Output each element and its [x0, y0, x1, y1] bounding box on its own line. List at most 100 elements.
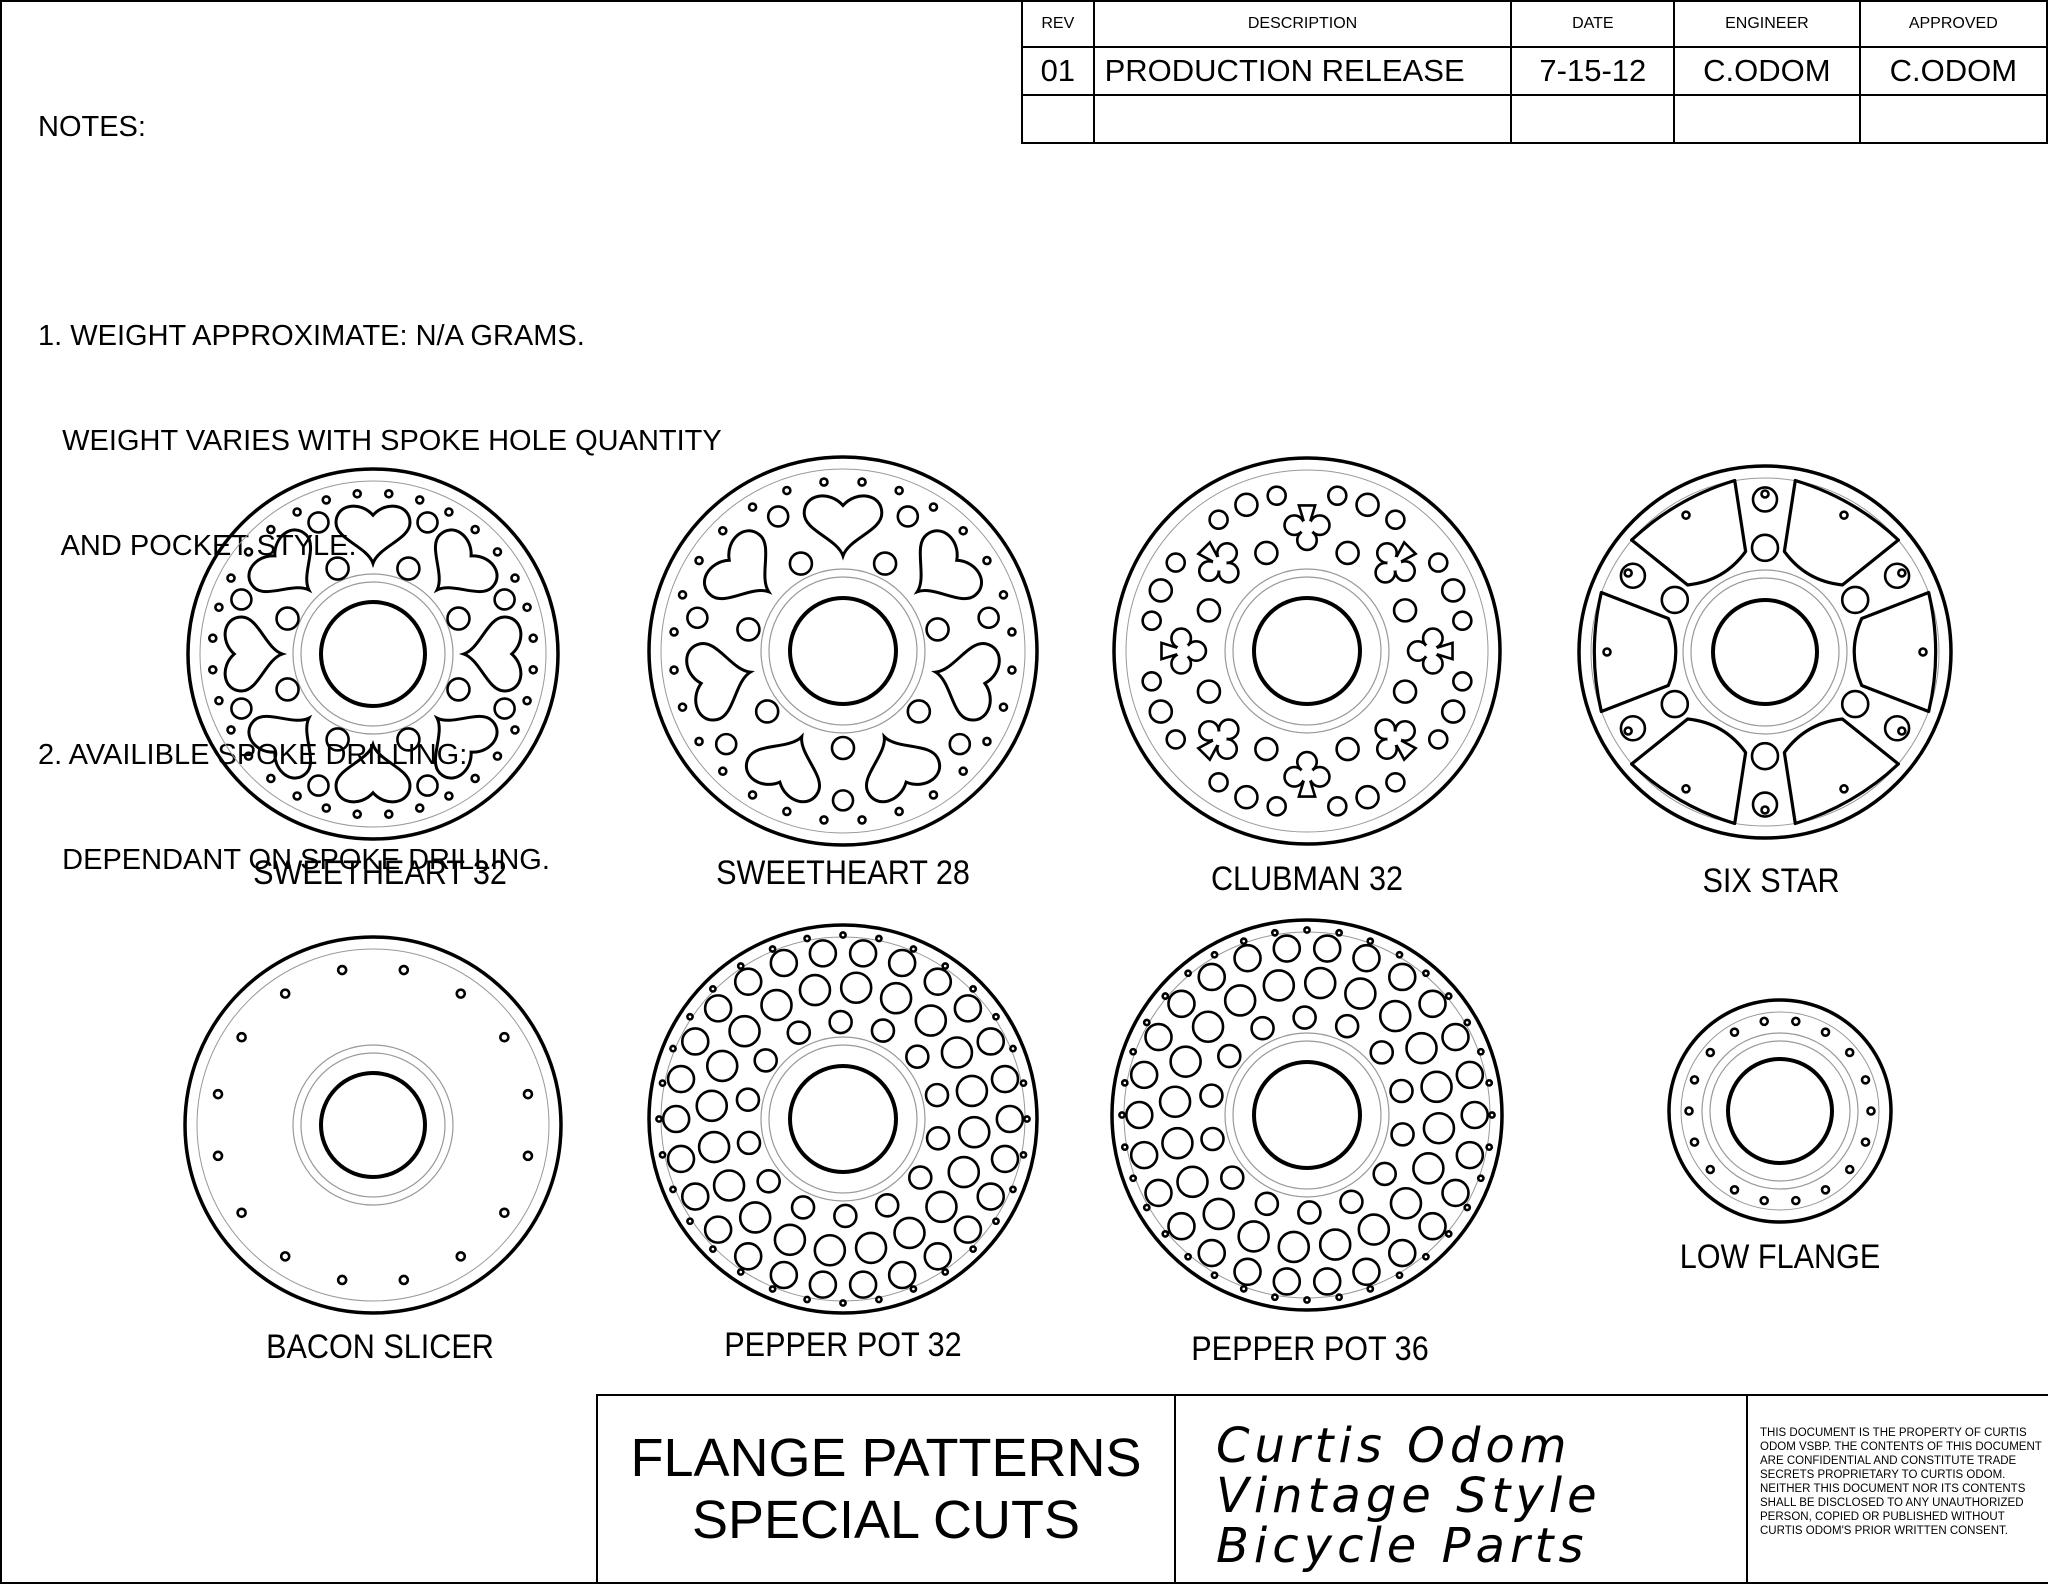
spoke-hole	[243, 751, 254, 761]
pepper-hole	[1144, 1178, 1173, 1208]
star-pocket-outline	[1630, 717, 1748, 826]
spoke-hole	[1791, 1016, 1801, 1027]
spoke-hole	[1118, 1111, 1126, 1119]
spoke-hole	[455, 1251, 467, 1262]
club-pocket	[1406, 627, 1454, 675]
spoke-hole	[669, 1044, 677, 1053]
pepper-hole	[1219, 1165, 1245, 1190]
boss-edge	[1224, 568, 1390, 734]
lightening-hole	[446, 677, 471, 702]
club-pocket	[1283, 504, 1331, 552]
pepper-hole	[705, 1049, 739, 1083]
pepper-hole	[940, 1036, 974, 1069]
lightening-hole	[1840, 689, 1870, 719]
spoke-hole	[499, 1207, 510, 1219]
spoke-hole	[321, 803, 332, 813]
star-pocket	[1592, 590, 1678, 714]
pepper-hole	[808, 1270, 838, 1299]
lightening-hole	[396, 727, 421, 752]
star-pocket	[1630, 478, 1748, 587]
spoke-hole	[677, 702, 688, 712]
hub-bore	[788, 596, 898, 706]
star-pocket-outline	[1782, 717, 1900, 826]
pepper-hole	[925, 1190, 958, 1224]
flange-outline	[1667, 998, 1893, 1224]
lightening-hole	[1335, 736, 1360, 762]
spoke-hole	[992, 1012, 1000, 1021]
spoke-hole	[1759, 1195, 1769, 1206]
lightening-hole	[1266, 485, 1287, 506]
pepper-hole	[680, 1182, 710, 1211]
pepper-hole	[1167, 1211, 1196, 1241]
spoke-hole	[1684, 1106, 1694, 1116]
pepper-hole	[947, 1155, 981, 1189]
spoke-hole	[336, 964, 348, 976]
spoke-hole	[1129, 1047, 1138, 1056]
pepper-hole	[1217, 1043, 1242, 1069]
heart-pocket	[247, 714, 313, 780]
flange-label: BACON SLICER	[266, 1328, 494, 1366]
spoke-hole	[874, 1295, 883, 1304]
pepper-hole	[1144, 1022, 1173, 1052]
pepper-hole	[1176, 1165, 1209, 1199]
boss-edge	[768, 1044, 918, 1194]
spoke-hole	[1007, 665, 1017, 675]
star-pocket	[1782, 478, 1900, 587]
spoke-hole	[717, 766, 728, 777]
spoke-hole	[1161, 992, 1170, 1000]
spoke-hole	[941, 962, 950, 970]
lightening-hole	[1335, 540, 1360, 566]
notes-heading: NOTES:	[38, 111, 146, 143]
revision-table: REV DESCRIPTION DATE ENGINEER APPROVED 0…	[1021, 0, 2048, 144]
hub-bore	[319, 600, 427, 708]
lightening-hole	[1196, 598, 1222, 623]
spoke-hole	[352, 809, 363, 820]
lightening-hole	[1355, 784, 1380, 810]
lightening-hole	[766, 505, 790, 528]
spoke-hole	[1184, 1252, 1192, 1261]
spoke-hole	[857, 815, 867, 825]
flange-label: PEPPER POT 36	[1191, 1330, 1428, 1368]
spoke-hole	[717, 525, 728, 536]
lightening-hole	[1440, 699, 1466, 724]
pepper-hole	[769, 1260, 799, 1290]
lightening-hole	[948, 732, 972, 756]
lightening-hole	[1840, 585, 1870, 615]
spoke-hole	[1239, 1284, 1248, 1293]
pepper-hole	[1389, 1078, 1414, 1104]
pepper-hole	[786, 1020, 812, 1045]
spoke-hole	[768, 1285, 777, 1293]
pepper-hole	[1422, 1111, 1456, 1145]
lightening-hole	[1165, 552, 1187, 573]
spoke-hole	[958, 766, 969, 777]
title-line-1: FLANGE PATTERNS	[630, 1428, 1142, 1488]
club-pocket	[1283, 750, 1331, 798]
spoke-hole	[1019, 1079, 1028, 1088]
pepper-hole	[1233, 1257, 1262, 1287]
spoke-hole	[214, 695, 224, 706]
hub-bore	[1252, 596, 1362, 706]
pepper-hole	[1223, 984, 1257, 1017]
engineer-header: ENGINEER	[1673, 0, 1861, 48]
flange-label: SWEETHEART 28	[716, 854, 970, 892]
company-line-3: Bicycle Parts	[1216, 1518, 1589, 1574]
rev-header: REV	[1021, 0, 1095, 48]
pepper-hole	[1129, 1060, 1159, 1090]
boss-edge	[1690, 577, 1840, 727]
spoke-hole	[894, 806, 904, 817]
flange-outline	[1110, 918, 1504, 1312]
lightening-hole	[416, 511, 439, 534]
pepper-hole	[828, 1009, 853, 1035]
pepper-hole	[1387, 962, 1417, 992]
boss-edge	[1232, 576, 1382, 726]
heart-pocket	[913, 529, 983, 601]
spoke-hole	[444, 507, 454, 517]
lightening-hole	[446, 606, 471, 631]
spoke-hole	[1395, 950, 1404, 959]
spoke-hole	[658, 1079, 667, 1088]
pepper-hole	[735, 1087, 761, 1113]
lightening-hole	[872, 551, 898, 576]
title-block: FLANGE PATTERNS SPECIAL CUTS Curtis Odom…	[596, 1394, 2048, 1582]
spoke-hole	[1602, 647, 1612, 657]
